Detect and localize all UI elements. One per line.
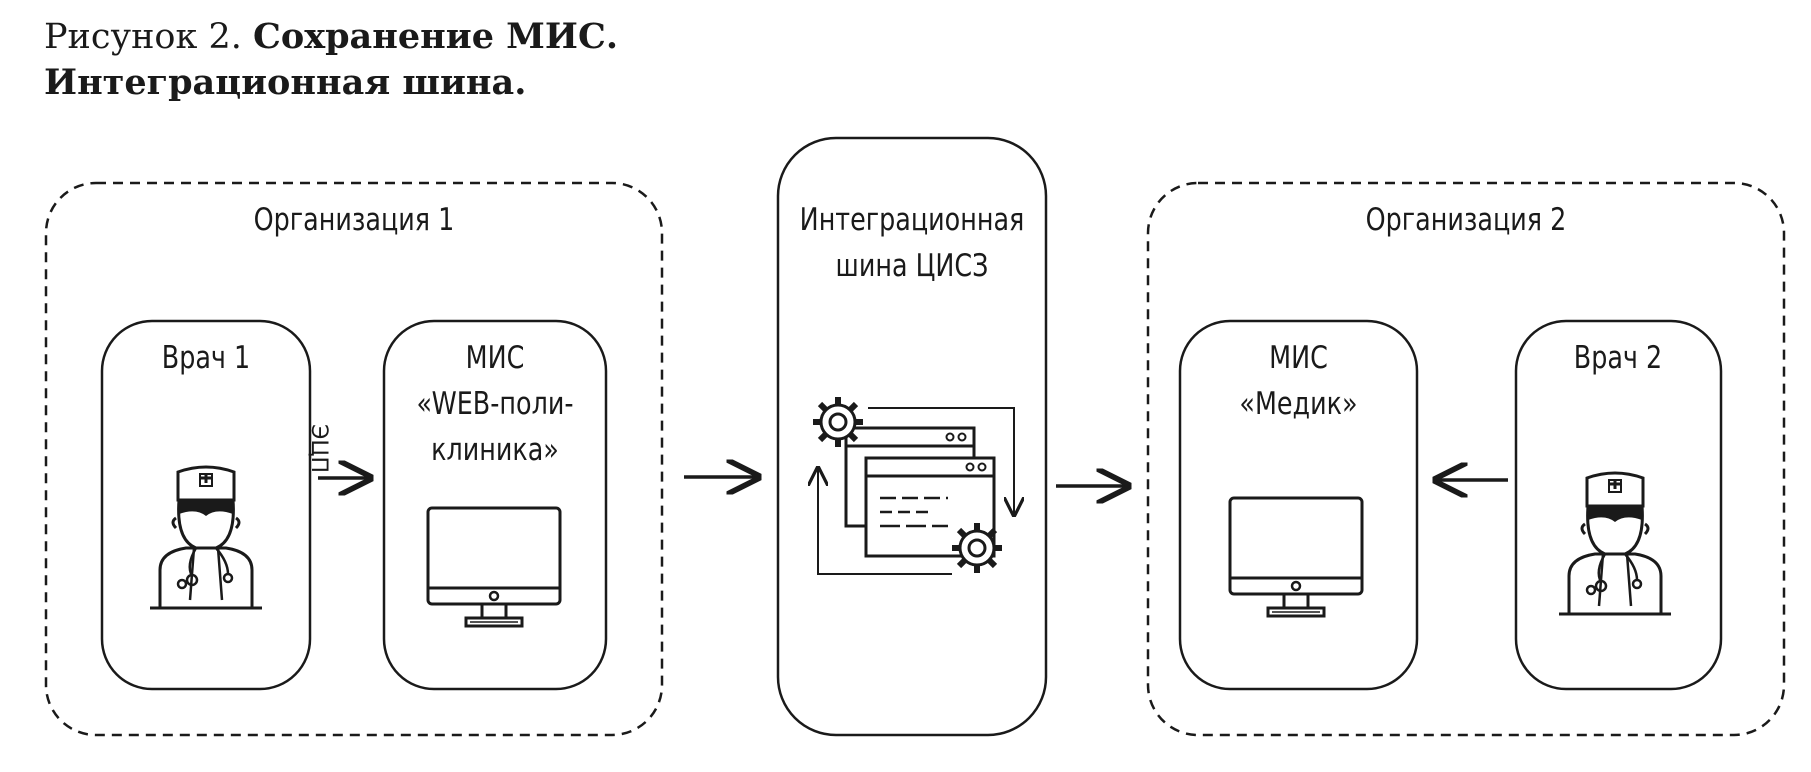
mis-medic-line1: МИС xyxy=(1269,340,1328,376)
caption-line-2: Интеграционная шина. xyxy=(44,60,618,106)
mis-web-line2: «WEB-поли- xyxy=(416,386,574,422)
caption-title-line2: Интеграционная шина. xyxy=(44,62,527,103)
bus-line1: Интеграционная xyxy=(799,202,1025,238)
mis-medic-box xyxy=(1178,319,1419,691)
doctor-icon xyxy=(1557,471,1673,616)
mis-medic-line2: «Медик» xyxy=(1239,386,1358,422)
caption-title-line1: Сохранение МИС. xyxy=(253,16,619,57)
mis-web-box xyxy=(382,319,608,691)
org2-container xyxy=(1146,181,1786,737)
mis-web-line3: клиника» xyxy=(431,432,559,468)
integration-bus-box xyxy=(776,136,1048,737)
doctor2-box xyxy=(1514,319,1723,691)
bus-line2: шина ЦИСЗ xyxy=(835,248,989,284)
caption-line-1: Рисунок 2. Сохранение МИС. xyxy=(44,14,618,60)
monitor-icon xyxy=(426,506,562,628)
org2-title: Организация 2 xyxy=(1365,202,1567,238)
monitor-icon xyxy=(1228,496,1364,618)
doctor1-box xyxy=(100,319,312,691)
doctor-icon xyxy=(148,465,264,610)
org1-container xyxy=(44,181,664,737)
figure-caption: Рисунок 2. Сохранение МИС. Интеграционна… xyxy=(44,14,618,106)
doctor2-label: Врач 2 xyxy=(1573,340,1663,376)
doctor1-label: Врач 1 xyxy=(161,340,251,376)
org1-title: Организация 1 xyxy=(253,202,455,238)
caption-prefix: Рисунок 2. xyxy=(44,17,242,57)
integration-gears-windows-icon xyxy=(813,397,1014,574)
mis-web-line1: МИС xyxy=(465,340,525,376)
signature-label: ЭЦП xyxy=(306,424,331,473)
